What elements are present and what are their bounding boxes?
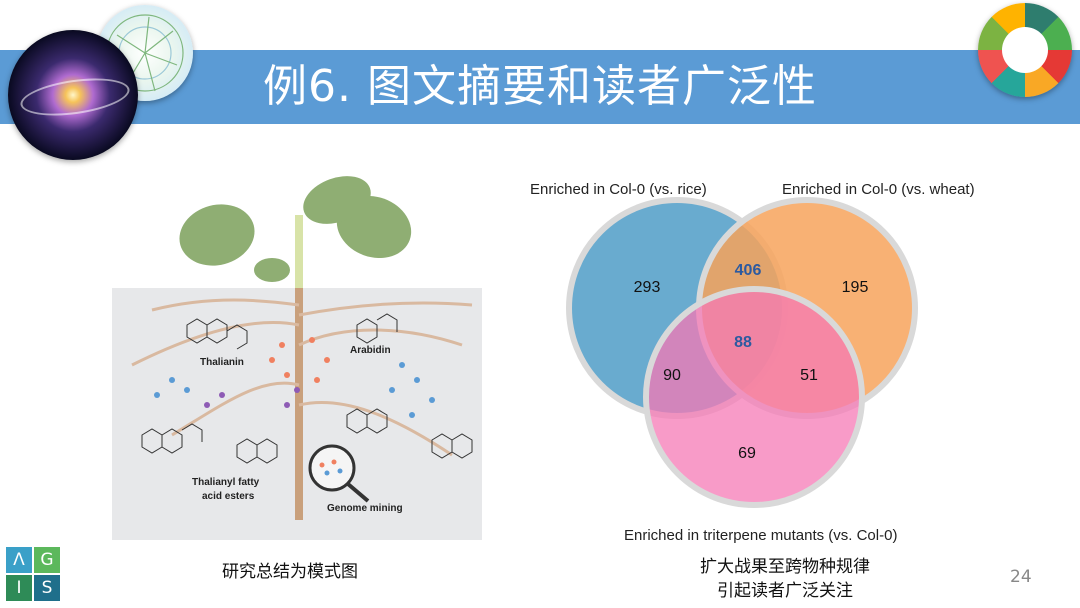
label-arabidin: Arabidin [350,345,391,356]
venn-diagram: Enriched in Col-0 (vs. rice) Enriched in… [520,172,1040,552]
label-thalianin: Thalianin [200,357,244,368]
metabolite-dots [154,337,435,418]
count-a-and-c: 90 [663,367,681,384]
slide-title: 例6. 图文摘要和读者广泛性 [263,61,817,112]
leaf-top [303,176,371,224]
logo-cell-3: I [6,575,32,601]
plant-root-schematic: Thalianin Arabidin Thalianyl fatty acid … [112,175,482,540]
stem [295,215,303,290]
page-number: 24 [1010,567,1032,587]
magnifier-icon [308,444,370,503]
chemical-structures [141,313,473,464]
count-only-b: 195 [842,279,869,296]
count-b-and-c: 51 [800,367,818,384]
right-caption-line1: 扩大战果至跨物种规律 [700,557,870,577]
label-esters-line1: Thalianyl fatty [192,477,260,488]
galaxy-ring [18,72,132,122]
venn-svg: Enriched in Col-0 (vs. rice) Enriched in… [530,181,975,544]
count-a-and-b: 406 [735,262,762,279]
set-a-label: Enriched in Col-0 (vs. rice) [530,181,707,198]
agis-logo: Λ G I S [6,547,62,603]
logo-cell-4: S [34,575,60,601]
label-esters-line2: acid esters [202,491,255,502]
right-caption-line2: 引起读者广泛关注 [717,581,853,601]
count-only-c: 69 [738,445,756,462]
set-c-circle [643,286,865,508]
leaf-small [254,258,290,282]
logo-cell-2: G [34,547,60,573]
schematic-svg: Thalianin Arabidin Thalianyl fatty acid … [112,176,482,540]
galaxy-image [8,30,138,160]
count-only-a: 293 [634,279,661,296]
leaf-left [179,204,255,266]
right-caption: 扩大战果至跨物种规律 引起读者广泛关注 [620,555,950,603]
left-caption: 研究总结为模式图 [222,562,358,582]
set-b-label: Enriched in Col-0 (vs. wheat) [782,181,975,198]
count-all-three: 88 [734,334,752,351]
microbiome-wheel-image [978,3,1072,97]
set-c-label: Enriched in triterpene mutants (vs. Col-… [624,527,897,544]
logo-cell-1: Λ [6,547,32,573]
lateral-roots [131,298,473,457]
label-genome-mining: Genome mining [327,503,403,514]
wheel-center [1002,27,1048,73]
